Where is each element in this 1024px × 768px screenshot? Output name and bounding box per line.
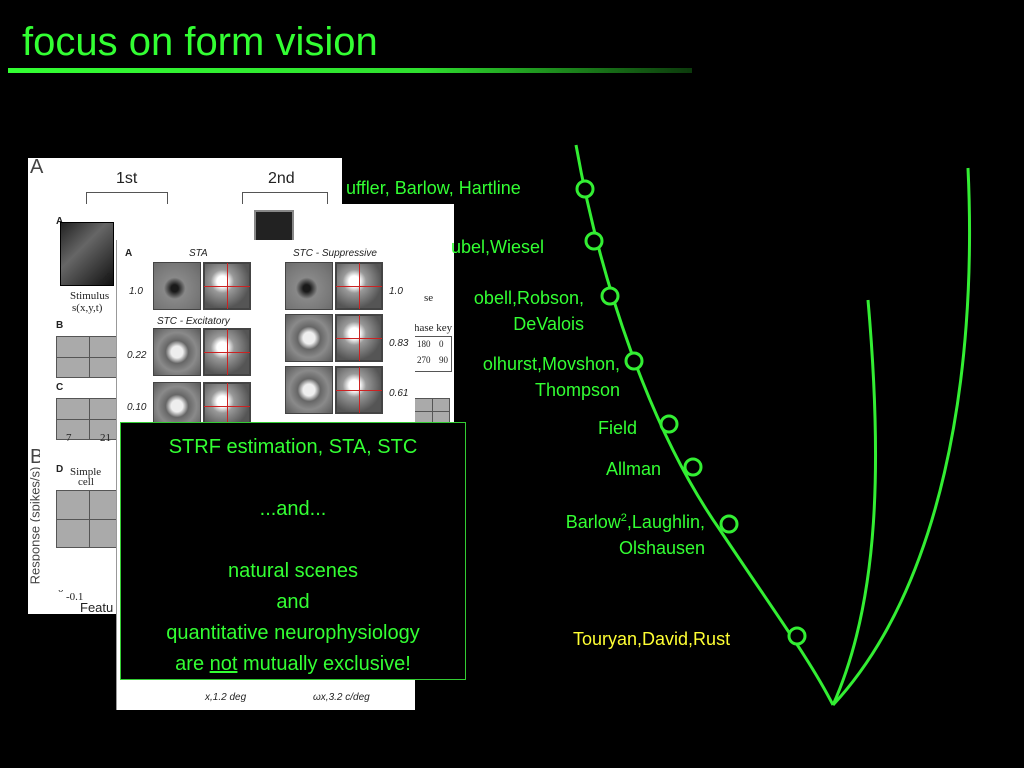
stc-excitatory-heading: STC - Excitatory <box>157 316 230 327</box>
cell-label: cell <box>78 476 94 488</box>
panel-label-a: A <box>30 158 44 178</box>
receptive-field-image <box>285 314 333 362</box>
note-text: are <box>175 653 210 675</box>
phase-key-cell: 0 <box>439 339 444 349</box>
x-axis-label: Featu <box>80 600 114 614</box>
eigenvalue-label: 0.22 <box>127 350 147 361</box>
fourier-image <box>203 328 251 376</box>
receptive-field-image <box>153 262 201 310</box>
column-label-1st: 1st <box>116 170 138 187</box>
timeline-node <box>719 514 739 534</box>
eigenvalue-label: 0.10 <box>127 402 147 413</box>
filter-grid <box>56 336 122 378</box>
eigenvalue-label: 0.61 <box>389 388 409 399</box>
timeline-label: uffler, Barlow, Hartline <box>346 178 521 198</box>
timeline-label-line: obell,Robson, <box>473 288 584 308</box>
timeline-node <box>575 179 595 199</box>
timeline-label-line: DeValois <box>513 314 584 334</box>
sta-heading: STA <box>189 248 208 259</box>
timeline-label-line: Olshausen <box>618 538 705 558</box>
fourier-image <box>335 366 383 414</box>
timeline-label-line: Barlow2,Laughlin, <box>500 505 705 535</box>
phase-key-cell: 180 <box>417 339 431 349</box>
fourier-image <box>335 262 383 310</box>
note-line: ...and... <box>259 498 327 520</box>
stimulus-stack-image <box>60 222 114 286</box>
timeline-text: ,Laughlin, <box>626 512 705 532</box>
note-line: and <box>276 591 310 613</box>
branch-curve-outer <box>831 167 971 707</box>
phase-key-cell: 270 <box>417 355 431 365</box>
receptive-field-image <box>285 366 333 414</box>
superscript: 2 <box>620 512 627 524</box>
timeline-label-line: olhurst,Movshon, <box>482 354 620 374</box>
tick-label: 21 <box>100 432 111 444</box>
panel-label-a: A <box>56 216 63 227</box>
column-label-2nd: 2nd <box>268 170 295 187</box>
timeline-label: Barlow2,Laughlin, Olshausen <box>500 505 705 561</box>
timeline-label: obell,Robson, DeValois <box>438 285 584 337</box>
eigenvalue-label: 0.83 <box>389 338 409 349</box>
timeline-node <box>600 286 620 306</box>
timeline-node <box>683 457 703 477</box>
scale-label: x,1.2 deg <box>205 692 247 703</box>
filter-grid <box>56 490 122 548</box>
note-underlined-text: not <box>209 653 238 675</box>
summary-text-box: STRF estimation, STA, STC ...and... natu… <box>120 422 466 680</box>
stimulus-label: Stimulus <box>70 290 110 302</box>
panel-label-b: B <box>56 320 64 331</box>
slide-title: focus on form vision <box>22 20 378 64</box>
timeline-label: Allman <box>606 459 662 479</box>
stimulus-sublabel: s(x,y,t) <box>72 302 103 314</box>
filter-grid <box>414 398 450 424</box>
timeline-node <box>659 414 679 434</box>
eigenvalue-label: 1.0 <box>129 286 143 297</box>
timeline-label: olhurst,Movshon, Thompson <box>436 351 620 403</box>
filter-grid <box>56 398 122 440</box>
main-timeline-curve <box>574 144 835 706</box>
phase-key-cell: 90 <box>439 355 448 365</box>
tick-label: -0.1 <box>66 591 84 603</box>
timeline-text: Barlow <box>565 512 621 532</box>
timeline-node <box>624 351 644 371</box>
tick-label: 7 <box>66 432 72 444</box>
phase-key-label: hase key <box>414 322 453 334</box>
note-line: STRF estimation, STA, STC <box>168 436 418 458</box>
branch-curve-inner <box>831 299 878 706</box>
eigenvalue-label: 1.0 <box>389 286 403 297</box>
timeline-label: Field <box>598 418 638 438</box>
receptive-field-image <box>153 328 201 376</box>
note-line: are not mutually exclusive! <box>121 649 465 680</box>
note-line: quantitative neurophysiology <box>166 622 420 644</box>
timeline-node <box>787 626 807 646</box>
fourier-image <box>335 314 383 362</box>
fourier-image <box>203 262 251 310</box>
title-underline <box>8 68 692 73</box>
timeline-label-highlight: Touryan,David,Rust <box>573 629 731 649</box>
panel-label-a: A <box>125 248 133 259</box>
receptive-field-image <box>285 262 333 310</box>
timeline-node <box>584 231 604 251</box>
simple-label: Simple <box>70 466 102 478</box>
timeline-label-line: Thompson <box>534 380 620 400</box>
timeline-label: ubel,Wiesel <box>451 237 545 257</box>
panel-label-d: D <box>56 464 64 475</box>
panel-label-c: C <box>56 382 64 393</box>
note-line: natural scenes <box>227 560 359 582</box>
scale-label: ωx,3.2 c/deg <box>313 692 370 703</box>
stc-suppressive-heading: STC - Suppressive <box>293 248 377 259</box>
response-label: se <box>424 292 434 304</box>
note-text: mutually exclusive! <box>237 653 411 675</box>
